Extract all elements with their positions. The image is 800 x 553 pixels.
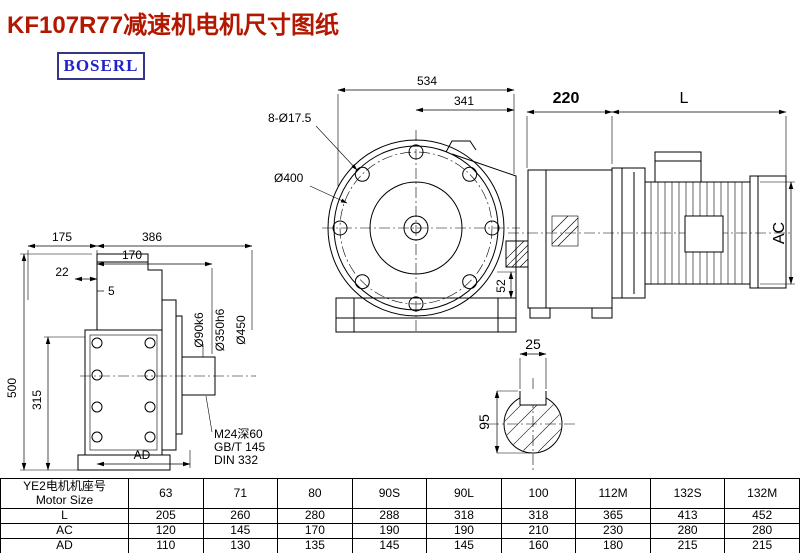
frame-col: 132S (649, 478, 726, 509)
cell: 145 (351, 538, 428, 553)
flange-dia-label: Ø450 (234, 315, 248, 345)
cell: 413 (649, 508, 726, 524)
dim-534: 534 (417, 74, 437, 88)
cell: 130 (202, 538, 279, 553)
table-row-AD: AD 110 130 135 145 145 160 180 215 215 (0, 538, 800, 553)
motor-size-header: YE2电机机座号 Motor Size (0, 478, 129, 509)
fan-cowl (749, 175, 787, 289)
dim-341: 341 (454, 94, 474, 108)
dim-AC: AC (771, 222, 788, 244)
shaft-dia-label: Ø90k6 (192, 312, 206, 348)
std-din-label: DIN 332 (214, 453, 258, 467)
frame-col: 71 (202, 478, 279, 509)
dim-25: 25 (525, 336, 541, 352)
cell: 365 (575, 508, 651, 524)
terminal-box (654, 151, 702, 183)
cell: 145 (426, 538, 502, 553)
cell: 215 (649, 538, 726, 553)
dim-95: 95 (476, 414, 492, 430)
cell: 205 (128, 508, 204, 524)
motor-size-header-en: Motor Size (35, 492, 94, 507)
cell: 452 (724, 508, 800, 524)
dim-22: 22 (55, 265, 69, 279)
dim-175: 175 (52, 230, 72, 244)
std-gbt-label: GB/T 145 (214, 440, 265, 454)
page-title: KF107R77减速机电机尺寸图纸 (7, 12, 340, 39)
cell: 280 (724, 523, 800, 539)
table-header-row: YE2电机机座号 Motor Size 63 71 80 90S 90L 100… (0, 478, 800, 509)
dim-AD: AD (134, 448, 151, 462)
frame-col: 100 (500, 478, 577, 509)
frame-col: 90L (426, 478, 502, 509)
row-label: L (0, 508, 129, 524)
dim-5: 5 (108, 284, 115, 298)
dim-315: 315 (30, 390, 44, 410)
bolt-holes (332, 144, 500, 312)
cell: 260 (202, 508, 279, 524)
output-shaft-stub (505, 240, 529, 268)
cell: 180 (575, 538, 651, 553)
left-view: 175 386 170 22 5 500 315 (5, 230, 265, 471)
tap-label: M24深60 (214, 427, 263, 441)
cell: 145 (202, 523, 279, 539)
face-bolt-holes (91, 337, 156, 443)
dim-52: 52 (494, 279, 508, 293)
shaft-section-view: 25 95 (476, 336, 578, 470)
row-label: AC (0, 523, 129, 539)
row-label: AD (0, 538, 129, 553)
cell: 215 (724, 538, 800, 553)
cell: 190 (426, 523, 502, 539)
output-flange-edge (161, 299, 177, 451)
cell: 230 (575, 523, 651, 539)
boserl-logo: BOSERL (57, 52, 145, 80)
motor-size-table: YE2电机机座号 Motor Size 63 71 80 90S 90L 100… (0, 478, 800, 553)
side-view: 220 L (505, 90, 795, 319)
table-row-L: L 205 260 280 288 318 318 365 413 452 (0, 508, 800, 524)
front-view: 534 341 8-Ø17.5 Ø400 52 (268, 74, 520, 334)
spigot-dia-label: Ø350h6 (213, 308, 227, 351)
bolt-holes-label: 8-Ø17.5 (268, 111, 312, 125)
table-row-AC: AC 120 145 170 190 190 210 230 280 280 (0, 523, 800, 539)
cell: 280 (277, 508, 353, 524)
boserl-logo-text: BOSERL (63, 56, 139, 75)
frame-col: 90S (351, 478, 428, 509)
dim-220: 220 (553, 90, 580, 107)
cell: 120 (128, 523, 204, 539)
keyway (519, 391, 547, 406)
cell: 110 (128, 538, 204, 553)
frame-col: 132M (724, 478, 800, 509)
cell: 318 (500, 508, 577, 524)
pcd-label: Ø400 (274, 171, 304, 185)
dim-170: 170 (122, 248, 142, 262)
cell: 170 (277, 523, 353, 539)
cell: 288 (351, 508, 428, 524)
cell: 318 (426, 508, 502, 524)
dim-386: 386 (142, 230, 162, 244)
frame-col: 112M (575, 478, 651, 509)
dim-500: 500 (5, 378, 19, 398)
cell: 280 (649, 523, 726, 539)
cell: 210 (500, 523, 577, 539)
cell: 190 (351, 523, 428, 539)
motor-size-header-cn: YE2电机机座号 (23, 478, 106, 493)
dim-L: L (680, 90, 689, 107)
cell: 160 (500, 538, 577, 553)
motor-body (644, 181, 751, 285)
frame-col: 80 (277, 478, 353, 509)
cell: 135 (277, 538, 353, 553)
frame-col: 63 (128, 478, 204, 509)
